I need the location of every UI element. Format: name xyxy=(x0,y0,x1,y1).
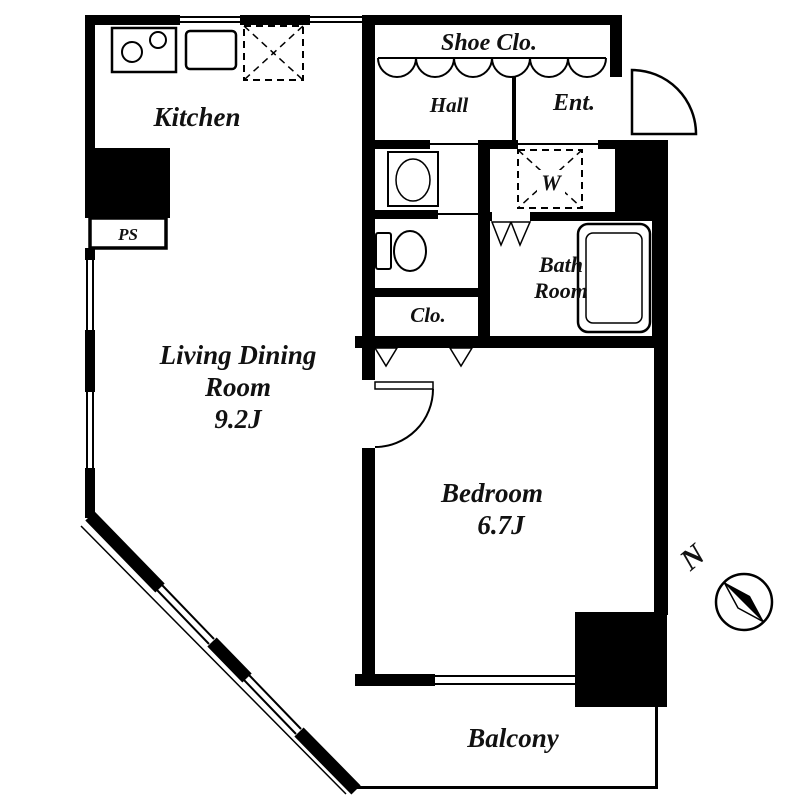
shoe-closet-label: Shoe Clo. xyxy=(441,30,537,56)
hall-label: Hall xyxy=(429,93,469,117)
bathtub-icon xyxy=(576,222,652,334)
compass-north-label: N xyxy=(673,537,713,578)
refrigerator-space-icon xyxy=(243,25,304,81)
balcony-label: Balcony xyxy=(466,723,560,753)
kitchen-label: Kitchen xyxy=(152,102,240,132)
washing-machine-space-icon xyxy=(517,149,583,209)
washing-machine-label: W xyxy=(541,170,562,195)
windows xyxy=(86,16,598,685)
bedroom-door-icon xyxy=(374,381,434,448)
living-dining-label-line2: Room xyxy=(204,372,271,402)
living-dining-label-line1: Living Dining xyxy=(159,340,317,370)
bathroom-folding-door-icon xyxy=(490,221,532,247)
sink-icon xyxy=(184,29,238,71)
exterior-walls xyxy=(85,15,668,707)
shoe-closet-doors-icon xyxy=(377,57,607,78)
closet-label: Clo. xyxy=(410,303,446,327)
pipe-shaft-label: PS xyxy=(117,225,138,244)
bedroom-size-label: 6.7J xyxy=(477,510,526,540)
living-dining-size-label: 9.2J xyxy=(214,404,263,434)
bathroom-label-line1: Bath xyxy=(538,252,583,277)
compass-icon xyxy=(714,572,774,632)
pipe-shaft-box xyxy=(88,216,168,250)
balcony-outline xyxy=(350,705,658,789)
bedroom-label: Bedroom xyxy=(440,478,543,508)
interior-walls xyxy=(355,15,668,686)
toilet-icon xyxy=(375,230,427,272)
diagonal-wall xyxy=(80,511,361,795)
bathroom-label-line2: Room xyxy=(533,278,588,303)
closet-folding-doors-icon xyxy=(373,347,474,368)
vanity-sink-icon xyxy=(387,151,439,207)
entrance-label: Ent. xyxy=(552,90,595,116)
entrance-door-icon xyxy=(630,68,698,136)
stove-icon xyxy=(110,26,178,74)
